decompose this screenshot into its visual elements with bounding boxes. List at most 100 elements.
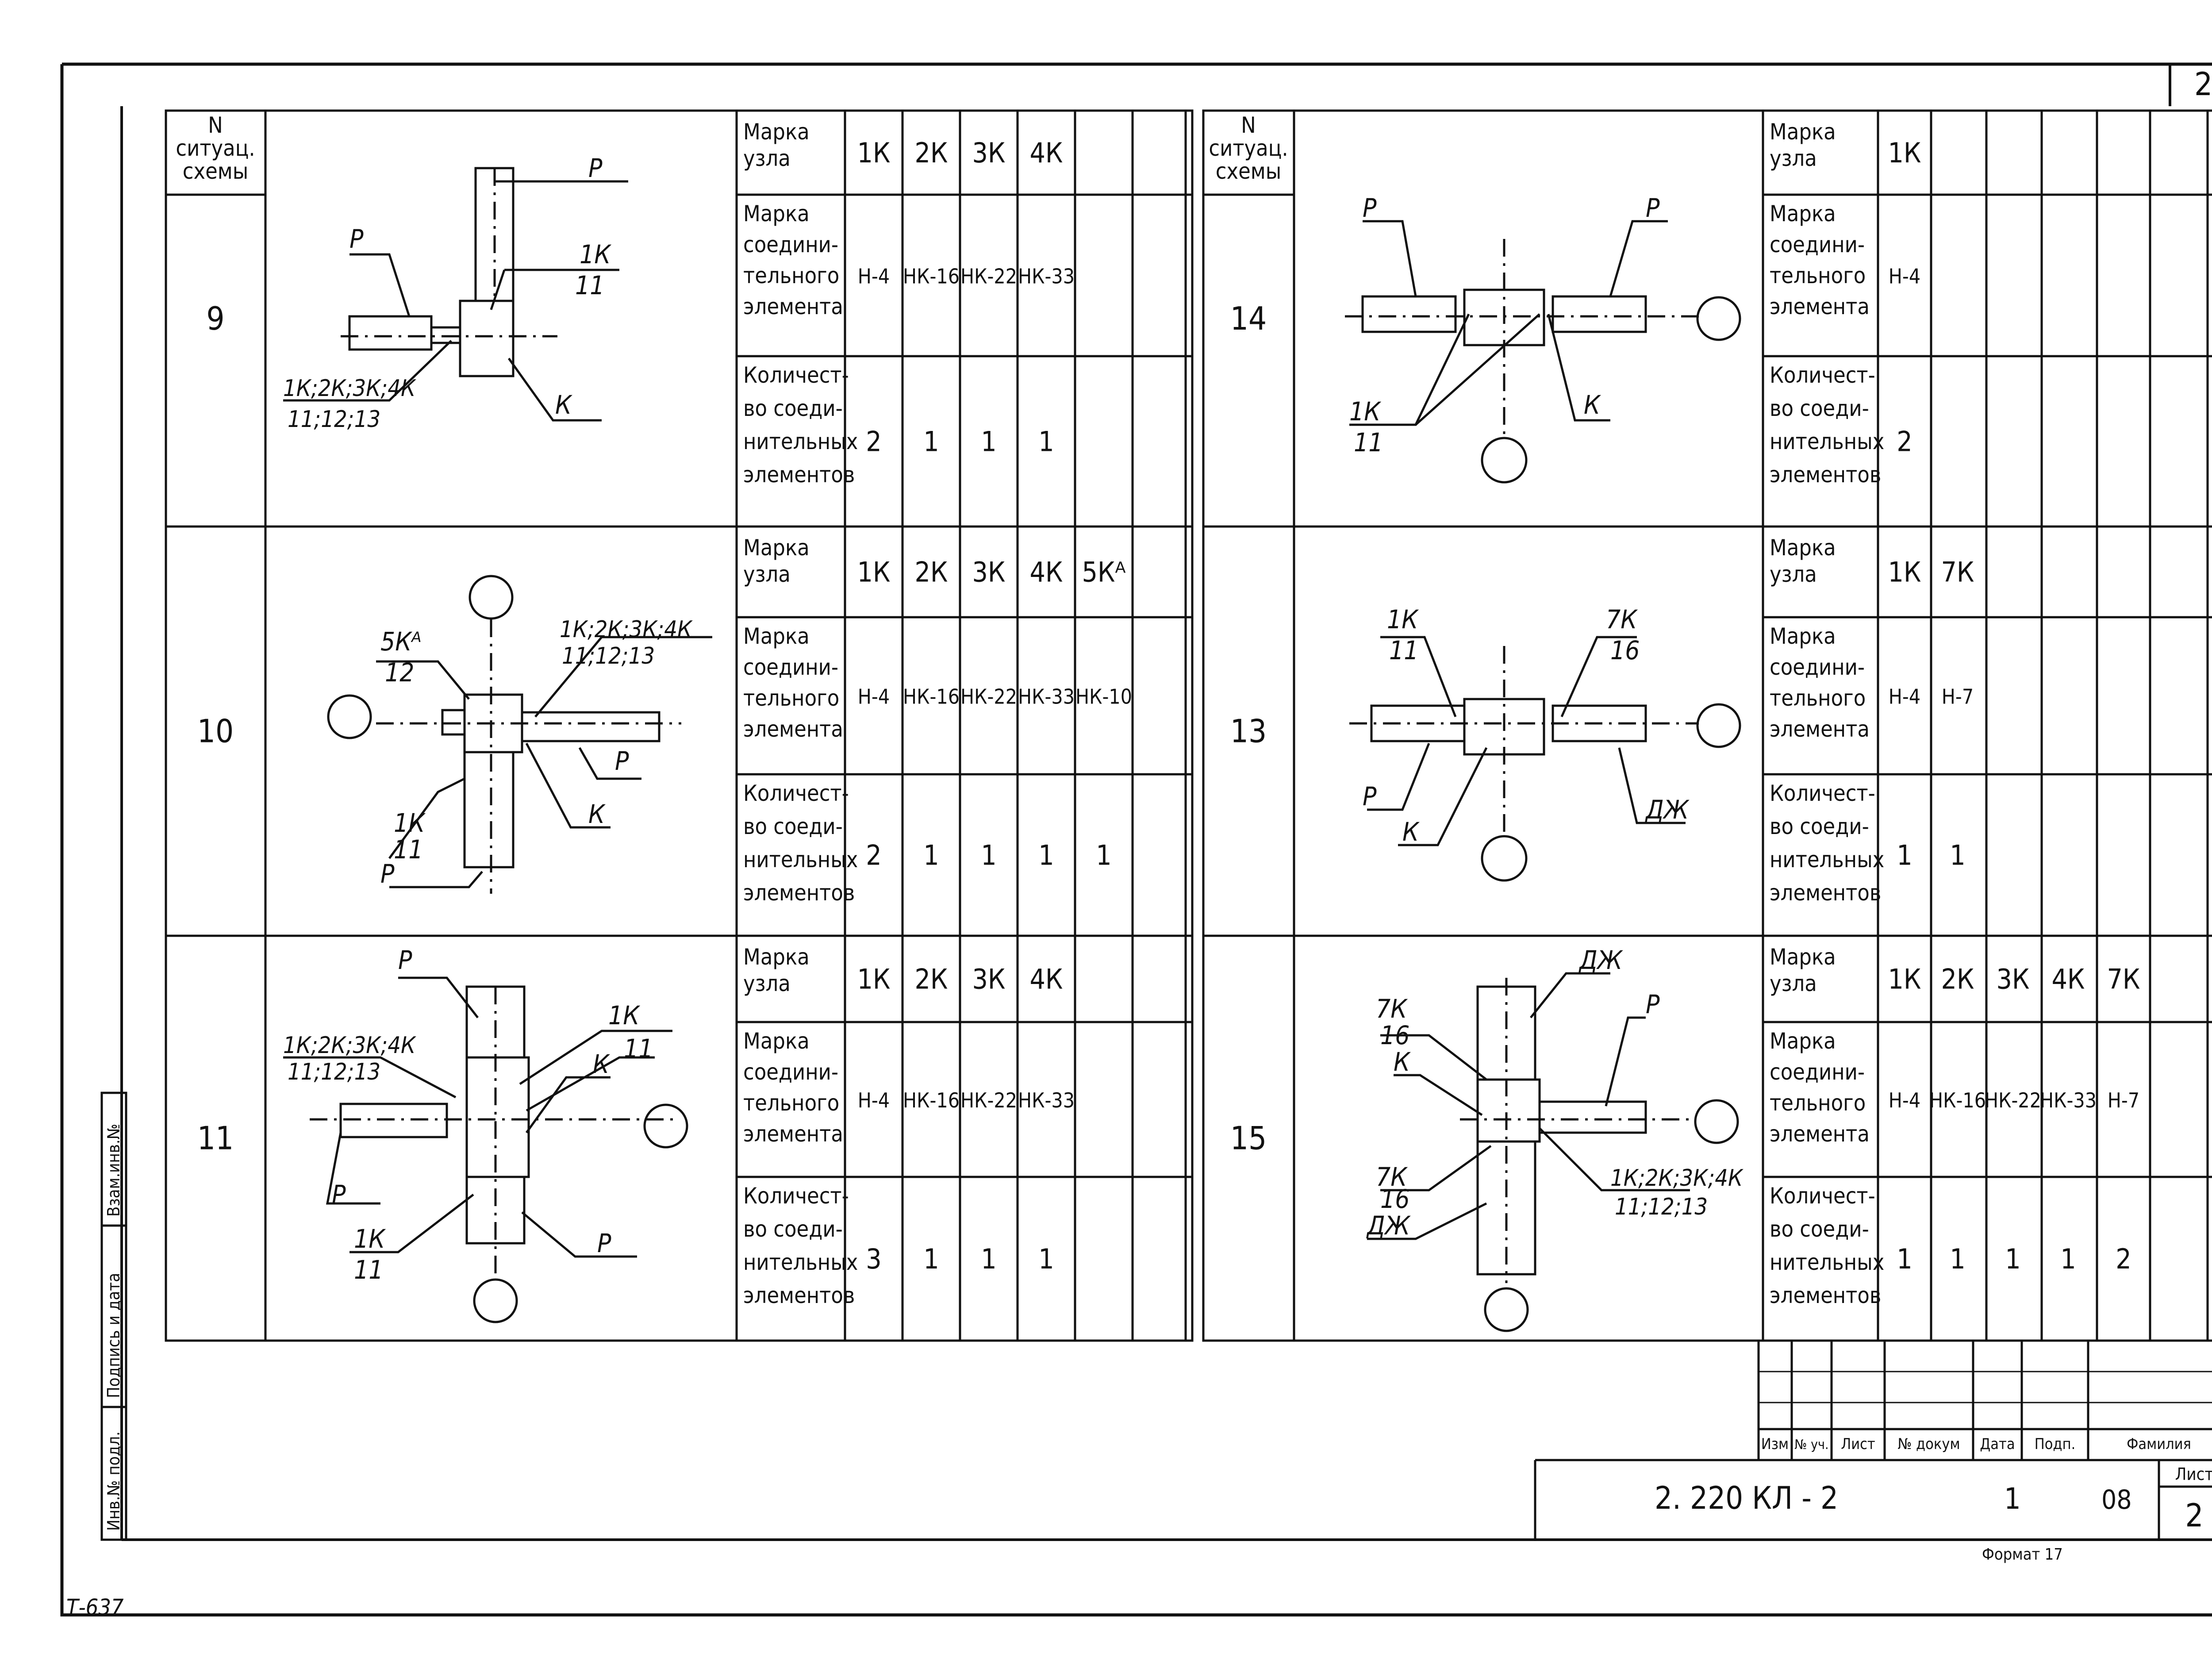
sheet-label: Лист [2175, 1464, 2212, 1484]
left-node-mark: 4К [1029, 963, 1063, 996]
scheme-10-annotations: 5Кᴬ 12 1К;2К;3К;4К 11;12;13 Р К 1К 11 Р [380, 616, 693, 889]
right-node-mark: 1К [1888, 137, 1921, 169]
svg-text:11: 11 [624, 1034, 653, 1064]
left-node-mark: 5Кᴬ [1082, 556, 1125, 588]
scheme-10-drawing [327, 575, 712, 894]
svg-text:К: К [593, 1049, 610, 1079]
left-scheme-number: 9 [206, 300, 224, 337]
left-scheme-number: 10 [197, 713, 234, 750]
svg-text:Р: Р [588, 153, 603, 183]
right-connecting-element: Н-4 [1889, 1088, 1920, 1112]
left-connecting-element: НК-22 [960, 265, 1017, 288]
scheme-9-annotations: Р Р 1К 11 К 1К;2К;3К;4К 11;12;13 [283, 153, 611, 433]
right-quantity: 1 [2060, 1243, 2076, 1275]
right-scheme-number: 15 [1230, 1120, 1267, 1157]
left-table-grid [165, 109, 1194, 1342]
svg-text:16: 16 [1610, 635, 1640, 665]
left-quantity: 1 [981, 1243, 996, 1275]
svg-text:К: К [588, 799, 606, 829]
svg-text:11: 11 [394, 834, 423, 865]
right-quantity: 2 [1897, 426, 1912, 458]
right-scheme-number: 13 [1230, 713, 1267, 750]
col-list: Лист [1841, 1435, 1875, 1453]
left-node-mark: 3К [972, 963, 1005, 996]
col-izm: Изм [1761, 1435, 1789, 1453]
svg-text:Р: Р [332, 1180, 346, 1210]
svg-text:11: 11 [575, 270, 604, 300]
left-scheme-number: 11 [197, 1120, 234, 1157]
svg-text:Р: Р [1646, 193, 1660, 223]
corner-code: Т-637 [66, 1595, 124, 1620]
svg-text:ДЖ: ДЖ [1366, 1211, 1411, 1241]
left-node-mark: 1К [857, 137, 890, 169]
svg-text:7К: 7К [1376, 994, 1408, 1024]
right-node-mark: 4К [2051, 963, 2085, 996]
svg-text:1К;2К;3К;4К: 1К;2К;3К;4К [560, 616, 693, 643]
svg-text:ДЖ: ДЖ [1578, 945, 1624, 975]
svg-text:5Кᴬ: 5Кᴬ [380, 627, 422, 657]
left-quantity: 1 [923, 839, 939, 872]
left-quantity: 2 [866, 839, 881, 872]
scheme-13-annotations: 1К 11 7К 16 Р К ДЖ [1363, 604, 1690, 847]
left-node-mark: 3К [972, 137, 1005, 169]
svg-text:16: 16 [1380, 1020, 1409, 1050]
col-familiya: Фамилия [2127, 1435, 2191, 1453]
svg-text:12: 12 [385, 657, 414, 688]
scheme-14-annotations: Р Р 1К 11 К [1349, 193, 1660, 457]
scheme-9-drawing [283, 167, 628, 422]
right-quantity: 1 [1950, 839, 1965, 872]
svg-text:Р: Р [349, 224, 364, 254]
svg-text:1К: 1К [580, 239, 611, 269]
sheet-frame [60, 62, 2212, 1617]
right-connecting-element: НК-16 [1929, 1088, 1986, 1112]
title-block-grid [1534, 1339, 2212, 1540]
part-number: 08 [2101, 1484, 2132, 1515]
svg-text:Р: Р [597, 1228, 611, 1258]
title-block-columns: Изм № уч. Лист № докум Дата Подп. Фамили… [1761, 1435, 2191, 1453]
left-node-mark: 2К [914, 137, 948, 169]
right-node-mark: 7К [2107, 963, 2140, 996]
left-connecting-element: НК-16 [903, 265, 960, 288]
svg-text:11;12;13: 11;12;13 [288, 1059, 380, 1085]
right-quantity: 1 [1897, 839, 1912, 872]
svg-text:К: К [555, 390, 572, 420]
svg-text:Р: Р [1646, 989, 1660, 1019]
left-node-mark: 2К [914, 556, 948, 588]
svg-text:1К: 1К [608, 1000, 640, 1030]
scheme-14-drawing [1345, 220, 1741, 484]
svg-text:11;12;13: 11;12;13 [1615, 1194, 1708, 1220]
right-quantity: 2 [2116, 1243, 2131, 1275]
svg-text:К: К [1584, 390, 1601, 420]
left-node-mark: 2К [914, 963, 948, 996]
svg-text:16: 16 [1380, 1184, 1409, 1214]
designation: 2. 220 КЛ - 2 [1655, 1480, 1838, 1516]
left-quantity: 1 [1038, 426, 1054, 458]
right-node-mark: 2К [1941, 963, 1974, 996]
svg-text:1К: 1К [1387, 604, 1419, 634]
left-connecting-element: НК-33 [1018, 1088, 1075, 1112]
right-connecting-element: НК-22 [1985, 1088, 2041, 1112]
svg-text:1К;2К;3К;4К: 1К;2К;3К;4К [283, 1032, 416, 1059]
right-scheme-number: 14 [1230, 300, 1267, 337]
right-connecting-element: Н-4 [1889, 685, 1920, 709]
col-n-dokum: № докум [1897, 1435, 1960, 1453]
left-node-mark: 1К [857, 963, 890, 996]
side-stamp [100, 1092, 127, 1541]
left-node-mark: 1К [857, 556, 890, 588]
right-quantity: 1 [2005, 1243, 2020, 1275]
left-quantity: 1 [923, 1243, 939, 1275]
col-podp: Подп. [2035, 1435, 2076, 1453]
svg-text:11;12;13: 11;12;13 [562, 643, 655, 669]
